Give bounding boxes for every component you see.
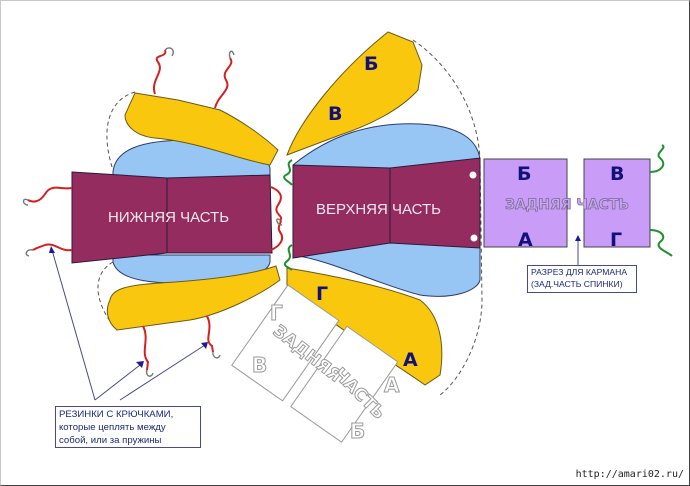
hook-2 <box>228 50 235 59</box>
hooks-note-line-2: которые цеплять между <box>59 422 166 433</box>
pocket-note-line-1: РАЗРЕЗ ДЛЯ КАРМАНА <box>531 267 628 277</box>
letter-b-back: Б <box>517 163 531 185</box>
pocket-note: РАЗРЕЗ ДЛЯ КАРМАНА (ЗАД.ЧАСТЬ СПИНКИ) <box>527 265 637 293</box>
pocket-arrow-head <box>575 235 581 241</box>
lower-yellow-flap-top <box>124 92 279 166</box>
hook-1 <box>164 47 174 57</box>
dashed-outline-left-bottom <box>97 261 118 331</box>
letter-v-upper-flap: В <box>328 103 342 125</box>
elastics <box>27 49 284 371</box>
ghost-back-left <box>231 284 340 402</box>
arrowhead-3 <box>201 342 208 349</box>
ghost-letter-b: Б <box>350 419 365 443</box>
pointer-2 <box>94 364 141 401</box>
lower-part-label: НИЖНЯЯ ЧАСТЬ <box>108 209 229 226</box>
arrowhead-1 <box>49 246 55 253</box>
elastic-8 <box>206 315 214 353</box>
letter-b-upper-flap: Б <box>364 53 378 75</box>
back-part-label: ЗАДНЯЯ ЧАСТЬ <box>505 197 629 213</box>
ghost-letter-g: Г <box>270 301 283 325</box>
watermark-url: http://amari02.ru/ <box>575 469 684 480</box>
back-part-left <box>483 158 568 248</box>
back-part-right <box>583 158 651 248</box>
pointer-1 <box>51 249 96 401</box>
green-elastic-2 <box>283 244 293 271</box>
ghost-back-part <box>231 284 399 443</box>
elastic-4 <box>32 243 73 252</box>
elastic-1 <box>152 49 167 95</box>
pointer-arrowheads <box>49 246 208 368</box>
hook-3 <box>22 198 29 206</box>
button-hole-bottom <box>470 234 478 242</box>
green-elastic-3 <box>649 144 665 173</box>
hooks-note-line-1: РЕЗИНКИ С КРЮЧКАМИ, <box>59 409 174 420</box>
dashed-outline-left-top <box>106 91 136 171</box>
hook-7 <box>212 351 221 359</box>
ghost-letter-a: А <box>384 373 400 397</box>
note-pointers <box>51 249 206 401</box>
hooks-note-line-3: собой, или за пружины <box>59 435 162 446</box>
letter-g-lower-flap: Г <box>316 283 328 305</box>
button-hole-top <box>469 171 477 179</box>
letter-v-back: В <box>610 163 624 185</box>
arrowhead-2 <box>136 361 144 368</box>
hook-5 <box>276 218 283 226</box>
ghost-back-right <box>290 325 399 443</box>
lower-right-yellow-flap <box>286 267 443 386</box>
pointer-3 <box>119 344 206 401</box>
letter-g-back: Г <box>610 229 622 251</box>
hooks <box>22 47 283 377</box>
hook-6 <box>145 369 154 377</box>
green-elastic-1 <box>283 159 293 186</box>
elastic-3 <box>27 186 73 203</box>
upper-part-label: ВЕРХНЯЯ ЧАСТЬ <box>316 201 441 218</box>
ghost-letter-v: В <box>252 353 267 377</box>
letter-a-back: А <box>518 229 533 251</box>
green-elastic-4 <box>649 229 673 257</box>
elastic-6 <box>270 219 284 251</box>
pocket-note-line-2: (ЗАД.ЧАСТЬ СПИНКИ) <box>531 279 623 289</box>
upper-yellow-flap <box>286 31 423 156</box>
letter-a-lower-flap: А <box>403 349 418 371</box>
lower-yellow-flap-bottom <box>106 265 281 331</box>
elastic-5 <box>270 186 283 221</box>
hook-4 <box>25 249 34 257</box>
elastic-7 <box>142 325 150 371</box>
elastic-2 <box>214 57 233 109</box>
hooks-note: РЕЗИНКИ С КРЮЧКАМИ, которые цеплять межд… <box>55 406 201 448</box>
green-elastics <box>283 144 673 271</box>
